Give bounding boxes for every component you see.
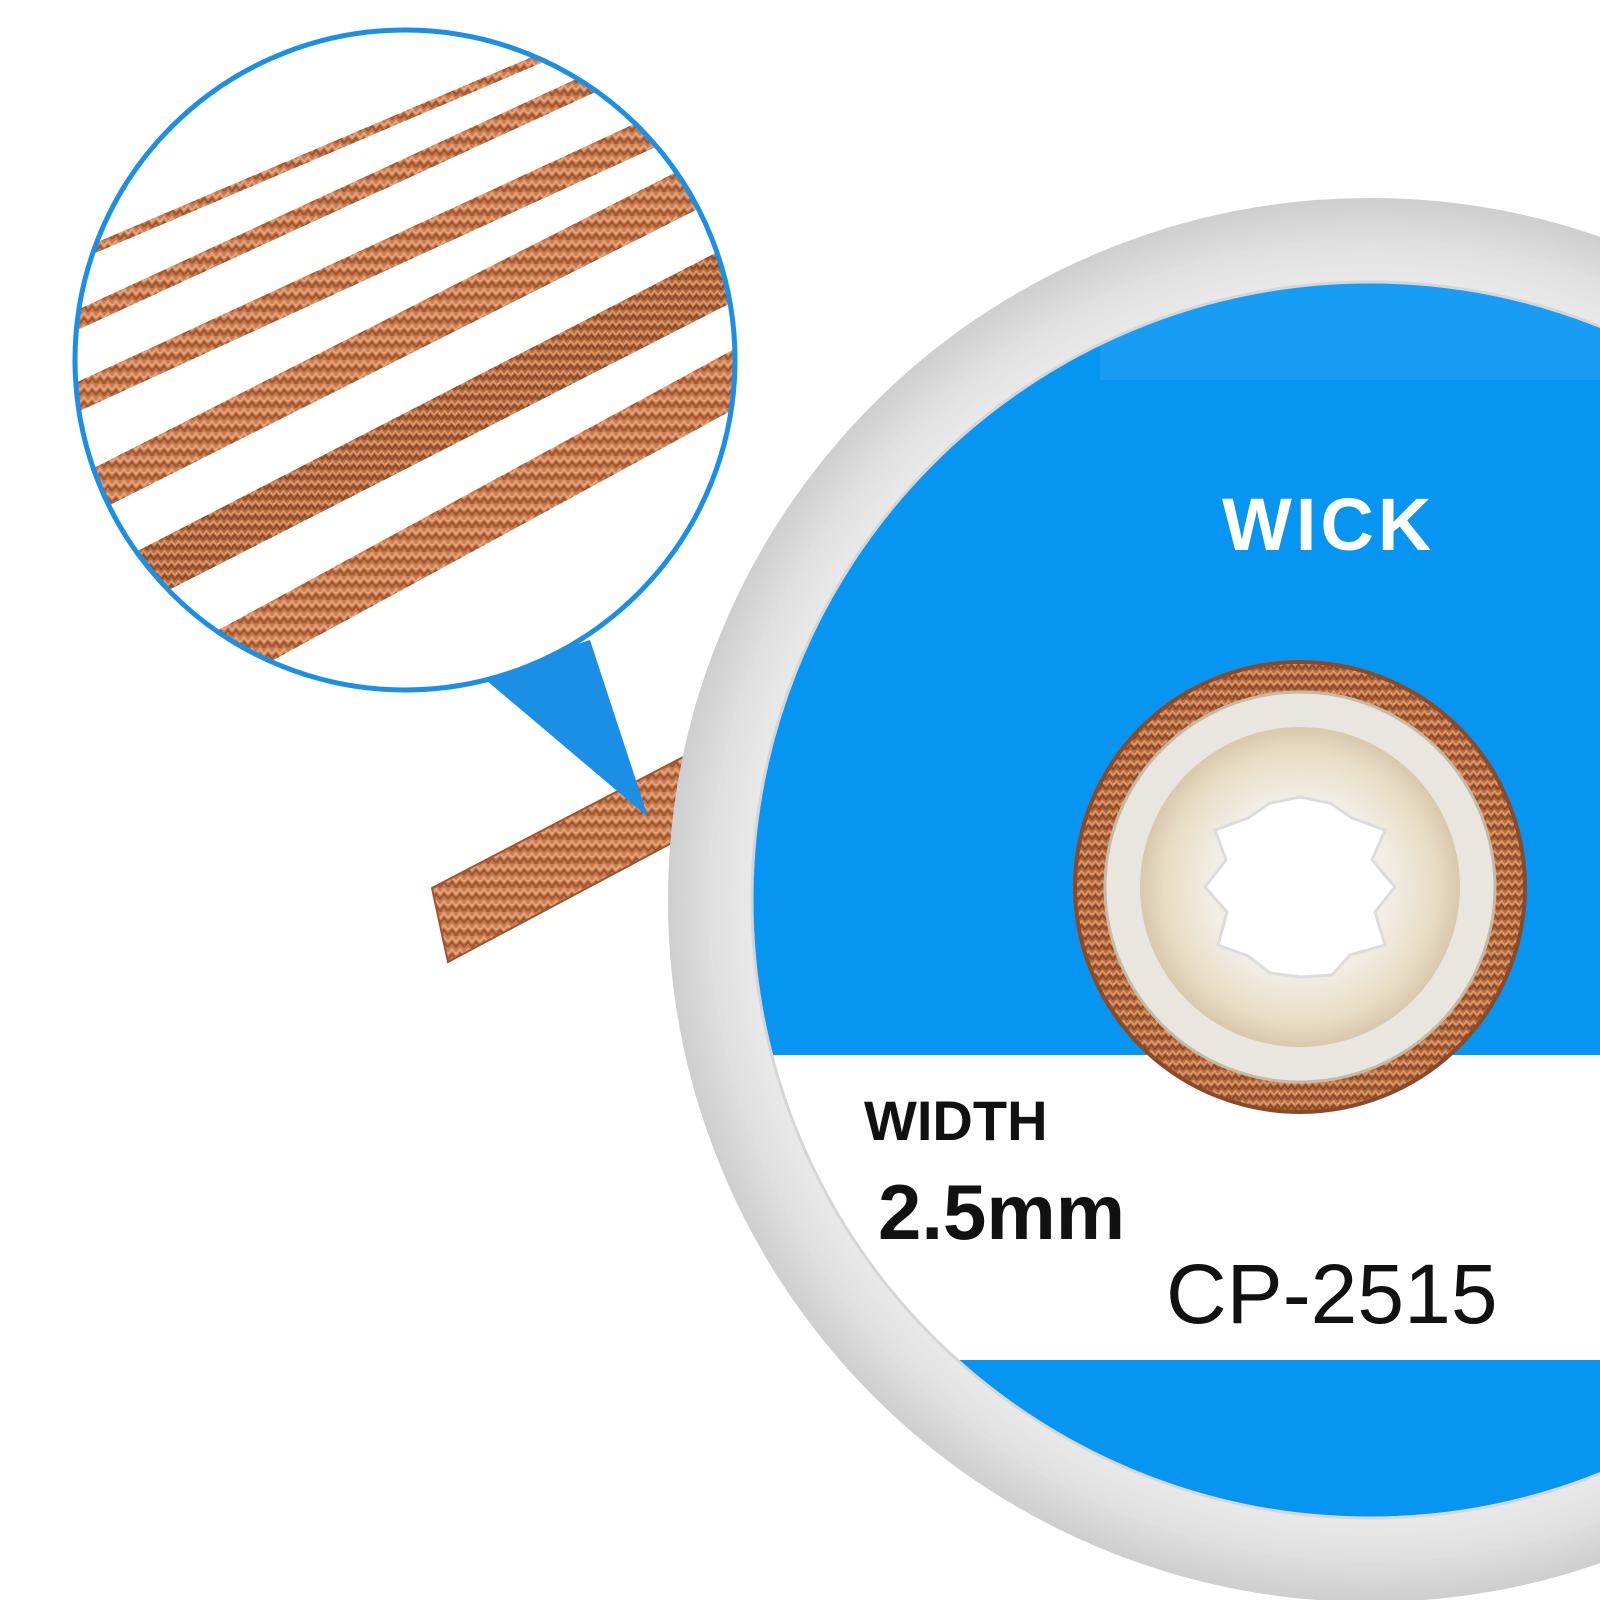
width-value: 2.5mm [878,1168,1126,1256]
braid-closeup [75,45,735,690]
spool-center-hole [1203,795,1397,979]
model-number: CP-2515 [1166,1247,1498,1341]
width-label: WIDTH [864,1089,1048,1152]
brand-text: WICK [1222,483,1436,566]
spool-reel [668,198,1600,1600]
spool-hub [1073,660,1527,1114]
magnifier-callout-icon [72,27,738,817]
